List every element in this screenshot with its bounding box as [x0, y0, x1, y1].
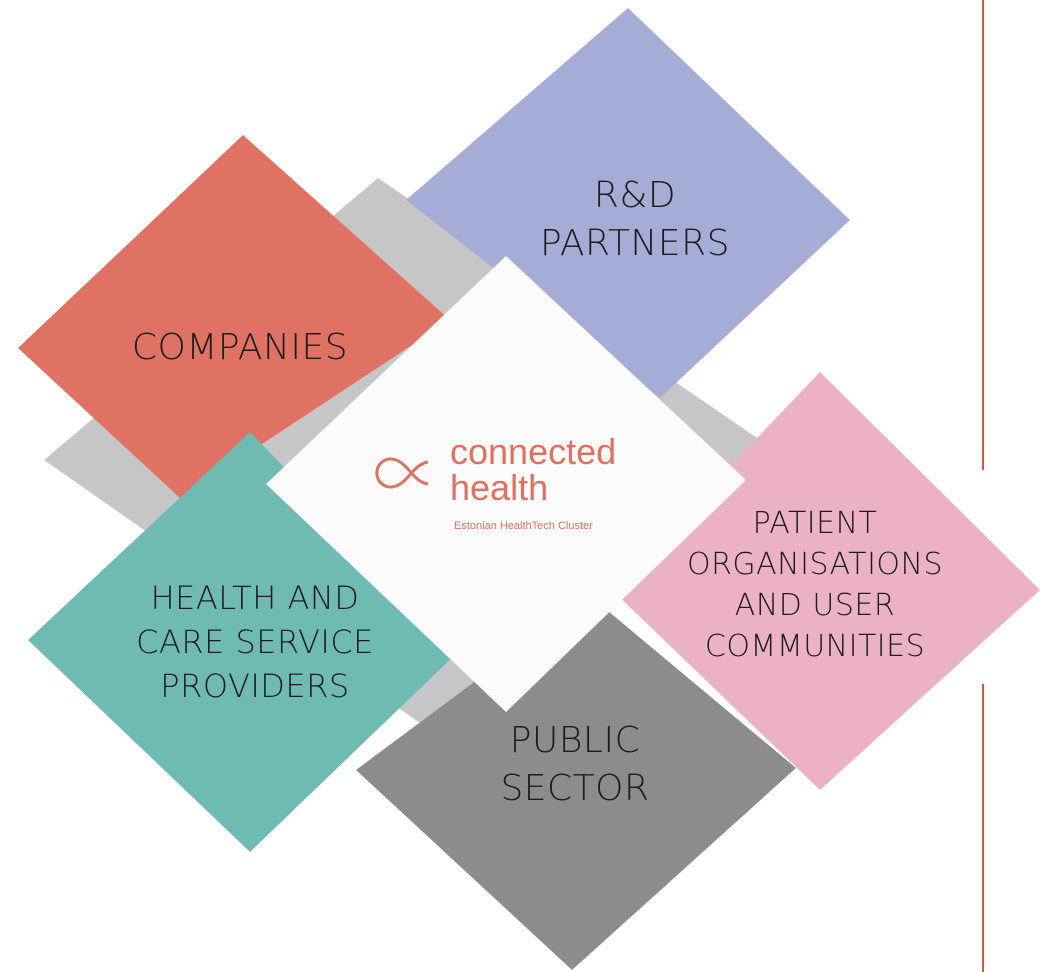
- patient-label: PATIENT ORGANISATIONS AND USER COMMUNITI…: [660, 500, 970, 670]
- divider-top: [982, 0, 984, 470]
- patient-line-2: ORGANISATIONS: [686, 547, 944, 582]
- health-care-line-2: CARE SERVICE: [136, 623, 374, 661]
- health-care-line-1: HEALTH AND: [150, 579, 360, 617]
- public-sector-line-2: SECTOR: [500, 768, 650, 809]
- logo-line-2: health: [450, 467, 549, 508]
- public-sector-line-1: PUBLIC: [509, 720, 641, 761]
- patient-line-1: PATIENT: [752, 506, 878, 541]
- public-sector-label: PUBLIC SECTOR: [450, 715, 700, 815]
- companies-label: COMPANIES: [90, 320, 390, 376]
- divider-bottom: [982, 684, 984, 972]
- rd-partners-label: R&D PARTNERS: [510, 170, 760, 270]
- health-care-label: HEALTH AND CARE SERVICE PROVIDERS: [90, 572, 420, 712]
- connected-health-logo: connected health Estonian HealthTech Clu…: [360, 430, 660, 540]
- cx-infinity-mark-icon: [375, 457, 429, 489]
- logo-line-1: connected: [450, 431, 617, 472]
- rd-partners-line-2: PARTNERS: [540, 223, 730, 264]
- rd-partners-line-1: R&D: [593, 175, 677, 216]
- patient-line-4: COMMUNITIES: [704, 629, 926, 664]
- health-care-line-3: PROVIDERS: [160, 667, 350, 705]
- companies-line-1: COMPANIES: [131, 327, 349, 368]
- logo-subtitle: Estonian HealthTech Cluster: [454, 520, 593, 532]
- patient-line-3: AND USER: [734, 588, 896, 623]
